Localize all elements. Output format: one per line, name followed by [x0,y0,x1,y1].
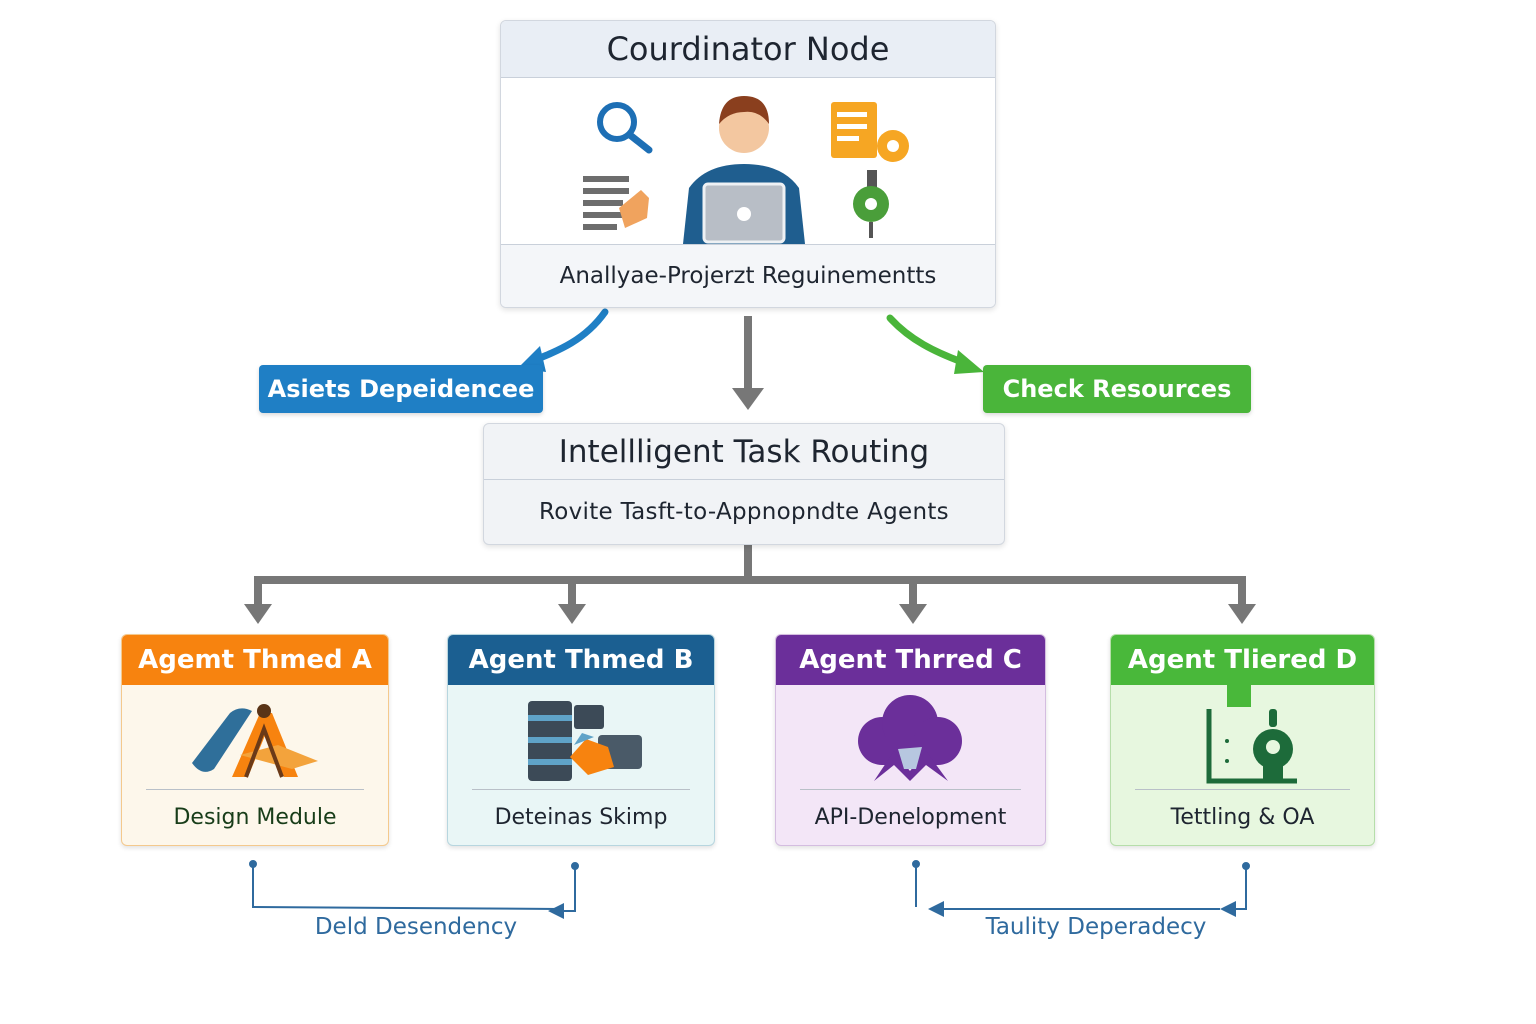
agent-a-divider [146,789,364,790]
testing-icon [1206,685,1297,784]
agent-c-title: Agent Thrred C [776,635,1045,685]
arrow-head-d [1228,604,1256,624]
coordinator-subtitle: Anallyae-Projerzt Reguinementts [501,245,995,307]
agent-card-c: Agent Thrred C API-Denelopment [775,634,1046,846]
database-icon [528,701,642,781]
agent-card-a: Agemt Thmed A Design Medule [121,634,389,846]
routing-node: Intellligent Task Routing Rovite Tasft-t… [483,423,1005,545]
arrow-head-a [244,604,272,624]
coordinator-title: Courdinator Node [501,21,995,78]
dependency-bracket-left [249,860,579,919]
location-pin-icon [853,170,889,238]
arrow-to-resources [886,314,966,366]
search-icon [597,102,653,154]
coordinator-node: Courdinator Node [500,20,996,308]
agent-card-d: Agent Tliered D Tettling & OA [1110,634,1375,846]
arrow-head-b [558,604,586,624]
agent-a-title: Agemt Thmed A [122,635,388,685]
routing-subtitle: Rovite Tasft-to-Appnopndte Agents [539,499,949,525]
design-tools-icon [192,704,318,778]
dependency-bracket-right [912,860,1250,917]
check-resources-label: Check Resources [983,365,1251,413]
arrow-head-resources [954,350,984,374]
agent-d-divider [1135,789,1350,790]
agent-b-title: Agent Thmed B [448,635,714,685]
dependency-label-right: Taulity Deperadecy [985,914,1207,940]
agent-d-label: Tettling & OA [1170,805,1315,830]
arrow-head-routing [732,388,764,410]
agent-a-label: Design Medule [173,805,337,830]
coordinator-illustration [501,78,995,245]
agent-b-label: Deteinas Skimp [494,805,668,830]
routing-title: Intellligent Task Routing [484,424,1004,480]
dependencies-label: Asiets Depeidencee [259,365,543,413]
cloud-icon [858,695,962,781]
agent-c-label: API-Denelopment [814,805,1007,830]
agent-d-title: Agent Tliered D [1111,635,1374,685]
document-hand-icon [583,176,649,230]
user-laptop-icon [683,96,805,244]
agent-card-b: Agent Thmed B Deteinas Skimp [447,634,715,846]
dependency-label-left: Deld Desendency [314,914,518,940]
arrow-head-c [899,604,927,624]
agent-c-divider [800,789,1021,790]
document-gear-icon [831,102,909,162]
agent-b-divider [472,789,690,790]
